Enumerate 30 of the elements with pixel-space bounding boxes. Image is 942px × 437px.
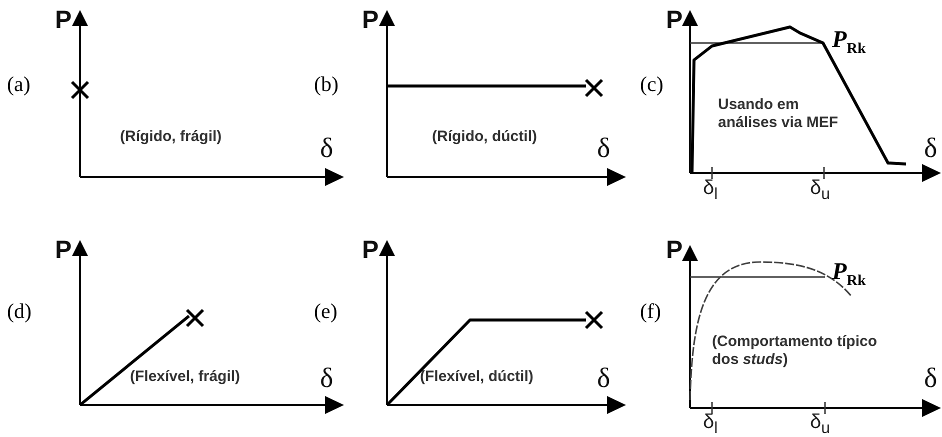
tick-label: δ$_{l}$ — [703, 412, 718, 437]
axis-label: P — [362, 8, 379, 33]
panel-label: (a) — [7, 74, 30, 95]
tick-label: δ$_{u}$ — [810, 412, 830, 437]
axis-label: P — [362, 238, 379, 263]
axis-label: δ — [924, 135, 938, 163]
axis-label: P — [666, 8, 683, 33]
panel-label: (c) — [640, 74, 664, 95]
tick-label: δ$_{l}$ — [703, 178, 718, 203]
axis-label: δ — [597, 135, 610, 163]
axis-label: δ — [320, 135, 334, 163]
panel-label: (f) — [640, 301, 661, 322]
curve-description: (Flexível, frágil) — [130, 368, 240, 386]
curve-description: (Flexível, dúctil) — [420, 368, 534, 386]
axis-label: P — [666, 238, 683, 263]
curve-description: (Rígido, frágil) — [120, 128, 222, 146]
axis-label: P — [55, 8, 72, 33]
panel-label: (b) — [314, 74, 338, 95]
resistance-label: P$_{Rk}$ — [832, 260, 866, 289]
curve-description: Usando em análises via MEF — [718, 96, 840, 132]
tick-label: δ$_{u}$ — [810, 178, 830, 203]
axis-label: δ — [924, 365, 938, 393]
panel-label: (e) — [314, 301, 338, 322]
curve-description: (Rígido, dúctil) — [432, 128, 537, 146]
axis-label: δ — [320, 365, 334, 393]
panel-label: (d) — [7, 301, 32, 322]
axis-label: P — [55, 238, 72, 263]
resistance-label: P$_{Rk}$ — [832, 28, 866, 57]
axis-label: δ — [597, 365, 610, 393]
curve-description: (Comportamento típico dos studs) — [712, 333, 878, 369]
